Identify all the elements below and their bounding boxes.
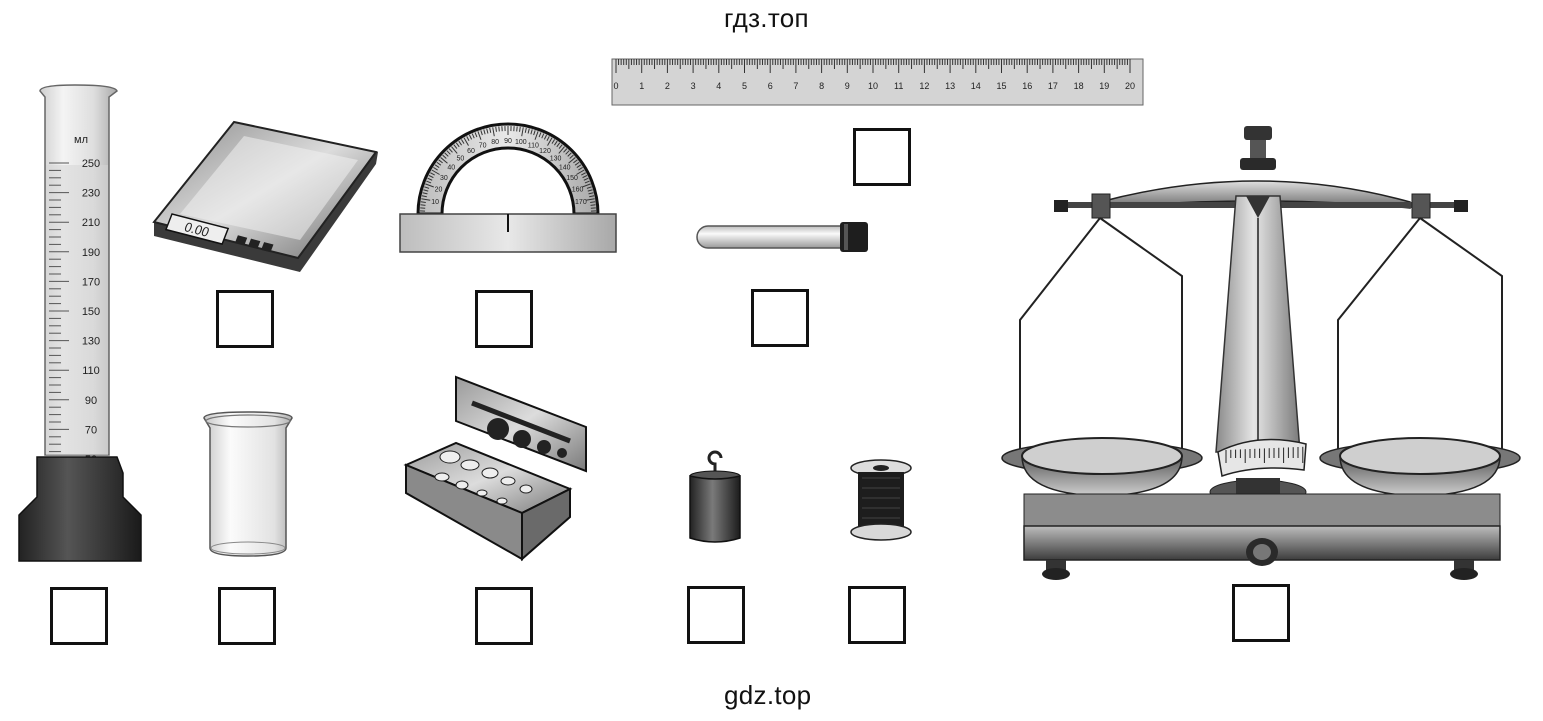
ruler-number: 15 (996, 81, 1006, 91)
answer-box-balance-scale[interactable] (1232, 584, 1290, 642)
ruler-number: 6 (768, 81, 773, 91)
protractor-label: 140 (559, 164, 571, 171)
ruler-number: 7 (793, 81, 798, 91)
digital-scale: 0.00 (152, 120, 378, 272)
ruler-number: 8 (819, 81, 824, 91)
cylinder-tick-label: 70 (85, 424, 97, 436)
balance-scale (1001, 126, 1521, 580)
test-tube (696, 222, 868, 252)
protractor-label: 30 (440, 175, 448, 182)
cylinder-tick-label: 130 (82, 336, 100, 348)
protractor-label: 170 (575, 199, 587, 206)
protractor-label: 100 (515, 139, 527, 146)
protractor-label: 150 (566, 175, 578, 182)
answer-box-cylinder[interactable] (50, 587, 108, 645)
protractor-label: 40 (447, 164, 455, 171)
ruler-number: 5 (742, 81, 747, 91)
ruler-number: 12 (919, 81, 929, 91)
protractor-label: 10 (431, 199, 439, 206)
protractor-label: 20 (435, 187, 443, 194)
weight-set (403, 375, 587, 562)
ruler-number: 2 (665, 81, 670, 91)
cylinder-tick-label: 110 (82, 365, 100, 377)
watermark-bottom: gdz.top (724, 680, 812, 710)
cylinder-tick-label: 250 (82, 158, 100, 170)
ruler-number: 13 (945, 81, 955, 91)
ruler-number: 18 (1074, 81, 1084, 91)
protractor-label: 120 (539, 148, 551, 155)
ruler-number: 9 (845, 81, 850, 91)
protractor-label: 130 (550, 155, 562, 162)
ruler-number: 16 (1022, 81, 1032, 91)
ruler-number: 19 (1099, 81, 1109, 91)
scale-display-value: 0.00 (182, 219, 211, 240)
protractor-label: 80 (491, 139, 499, 146)
answer-box-hooked-weight[interactable] (687, 586, 745, 644)
protractor-label: 60 (467, 148, 475, 155)
ruler-number: 11 (894, 81, 903, 91)
ruler-number: 1 (639, 81, 644, 91)
ruler-number: 4 (716, 81, 721, 91)
protractor-label: 160 (572, 187, 584, 194)
cylinder-tick-label: 170 (82, 276, 100, 288)
ruler-number: 3 (691, 81, 696, 91)
answer-box-test-tube[interactable] (751, 289, 809, 347)
measuring-cylinder: мл 250230210190170150130110907050 (18, 84, 142, 562)
answer-box-beaker[interactable] (218, 587, 276, 645)
protractor-label: 70 (479, 142, 487, 149)
answer-box-weight-set[interactable] (475, 587, 533, 645)
answer-box-protractor[interactable] (475, 290, 533, 348)
hooked-weight (689, 450, 741, 543)
protractor-label: 110 (528, 142, 539, 149)
cylinder-tick-label: 90 (85, 395, 97, 407)
answer-box-thread-spool[interactable] (848, 586, 906, 644)
cylinder-tick-label: 150 (82, 306, 100, 318)
ruler-number: 0 (613, 81, 618, 91)
cylinder-tick-label: 210 (82, 217, 100, 229)
ruler-number: 10 (868, 81, 878, 91)
ruler-number: 20 (1125, 81, 1135, 91)
cylinder-unit: мл (74, 134, 88, 146)
watermark-top: гдз.топ (724, 3, 809, 33)
ruler-number: 17 (1048, 81, 1058, 91)
protractor-label: 90 (504, 138, 512, 145)
beaker (203, 411, 293, 557)
protractor-label: 50 (457, 155, 465, 162)
cylinder-tick-label: 230 (82, 188, 100, 200)
cylinder-tick-label: 190 (82, 247, 100, 259)
thread-spool (850, 459, 912, 541)
ruler-number: 14 (971, 81, 981, 91)
answer-box-ruler[interactable] (853, 128, 911, 186)
answer-box-digital-scale[interactable] (216, 290, 274, 348)
